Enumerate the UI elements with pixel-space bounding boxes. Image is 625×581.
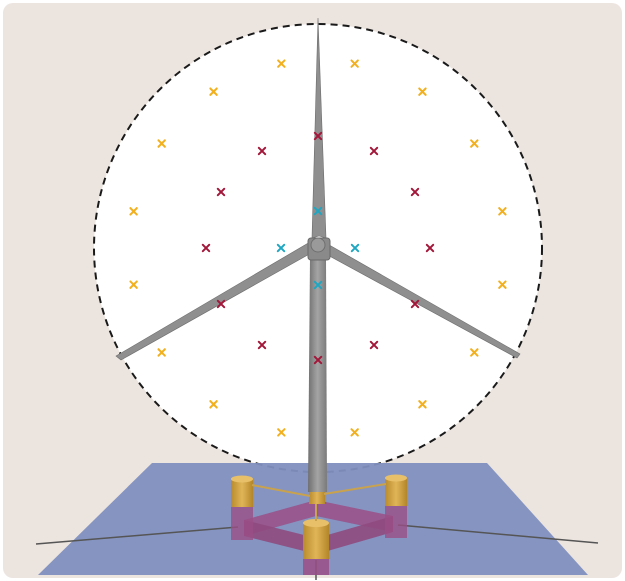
marker-outer-ring-11 xyxy=(209,87,218,96)
hub xyxy=(310,237,326,253)
marker-middle-ring-6 xyxy=(216,299,226,309)
marker-outer-ring-12 xyxy=(277,59,286,68)
column-right-submerged xyxy=(385,503,407,538)
column-left-submerged xyxy=(231,505,253,540)
marker-outer-ring-6 xyxy=(209,400,218,409)
marker-middle-ring-5 xyxy=(257,340,267,350)
rotor-blades xyxy=(115,17,521,361)
marker-middle-ring-1 xyxy=(425,243,435,253)
marker-middle-ring-7 xyxy=(201,243,211,253)
pontoon-front-right xyxy=(324,516,393,552)
marker-outer-ring-16 xyxy=(498,207,507,216)
marker-outer-ring-4 xyxy=(350,428,359,437)
marker-middle-ring-8 xyxy=(216,187,226,197)
column-left xyxy=(231,479,253,507)
marker-outer-ring-15 xyxy=(470,139,479,148)
sample-point-markers xyxy=(129,59,507,437)
marker-middle-ring-11 xyxy=(369,146,379,156)
brace-right xyxy=(323,483,387,495)
column-front xyxy=(303,523,329,559)
marker-middle-ring-12 xyxy=(410,187,420,197)
floating-platform xyxy=(231,474,407,575)
marker-middle-ring-10 xyxy=(313,131,323,141)
marker-middle-ring-4 xyxy=(313,355,323,365)
brace-left xyxy=(251,484,311,497)
column-center xyxy=(309,490,325,504)
marker-middle-ring-3 xyxy=(369,340,379,350)
tower xyxy=(308,258,327,492)
marker-inner-ring-4 xyxy=(313,206,323,216)
marker-outer-ring-8 xyxy=(129,280,138,289)
marker-outer-ring-10 xyxy=(157,139,166,148)
marker-outer-ring-9 xyxy=(129,207,138,216)
marker-inner-ring-1 xyxy=(350,243,360,253)
sea-surface xyxy=(38,463,588,575)
mooring-line-left xyxy=(35,526,239,545)
marker-outer-ring-14 xyxy=(418,87,427,96)
marker-outer-ring-3 xyxy=(418,400,427,409)
marker-outer-ring-2 xyxy=(470,348,479,357)
column-left-top xyxy=(231,475,253,483)
marker-outer-ring-13 xyxy=(350,59,359,68)
column-front-submerged xyxy=(303,557,329,575)
column-right xyxy=(385,478,407,506)
platform-braces xyxy=(251,483,387,521)
column-front-top xyxy=(303,519,329,527)
column-right-top xyxy=(385,474,407,482)
marker-outer-ring-1 xyxy=(498,280,507,289)
marker-middle-ring-2 xyxy=(410,299,420,309)
pontoon-front-left xyxy=(244,520,308,552)
marker-inner-ring-2 xyxy=(313,280,323,290)
marker-outer-ring-5 xyxy=(277,428,286,437)
marker-middle-ring-9 xyxy=(257,146,267,156)
marker-outer-ring-7 xyxy=(157,348,166,357)
mooring-line-right xyxy=(397,524,599,544)
marker-inner-ring-3 xyxy=(276,243,286,253)
